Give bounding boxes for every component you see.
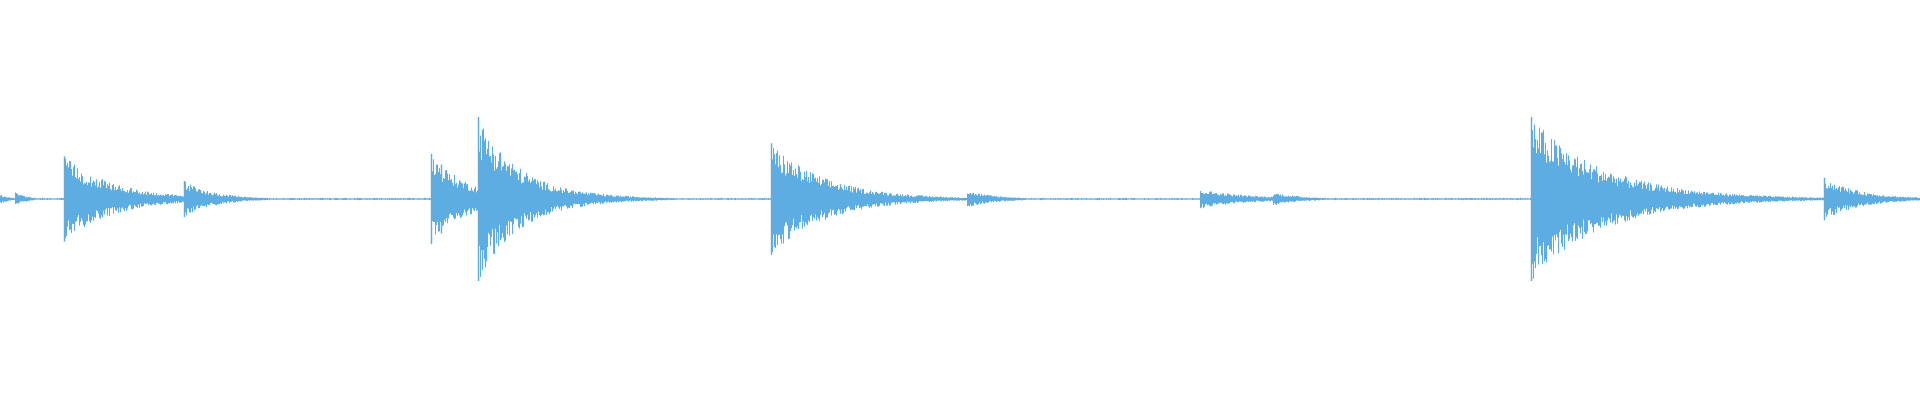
waveform-samples bbox=[0, 124, 1920, 279]
waveform-bars bbox=[0, 117, 1920, 281]
